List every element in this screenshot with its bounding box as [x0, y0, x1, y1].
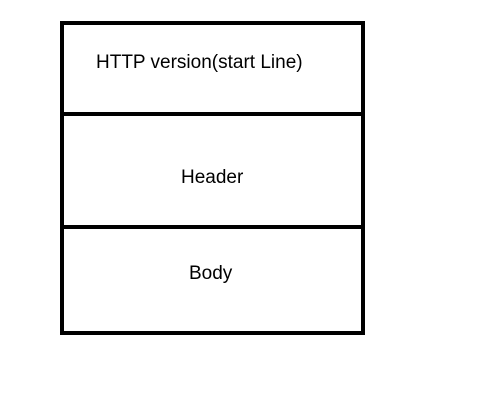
start-line-label: HTTP version(start Line)	[96, 52, 303, 73]
start-line-header-divider	[60, 112, 365, 116]
message-box	[60, 21, 365, 335]
body-label: Body	[189, 263, 233, 284]
header-body-divider	[60, 225, 365, 229]
header-label: Header	[181, 167, 244, 188]
